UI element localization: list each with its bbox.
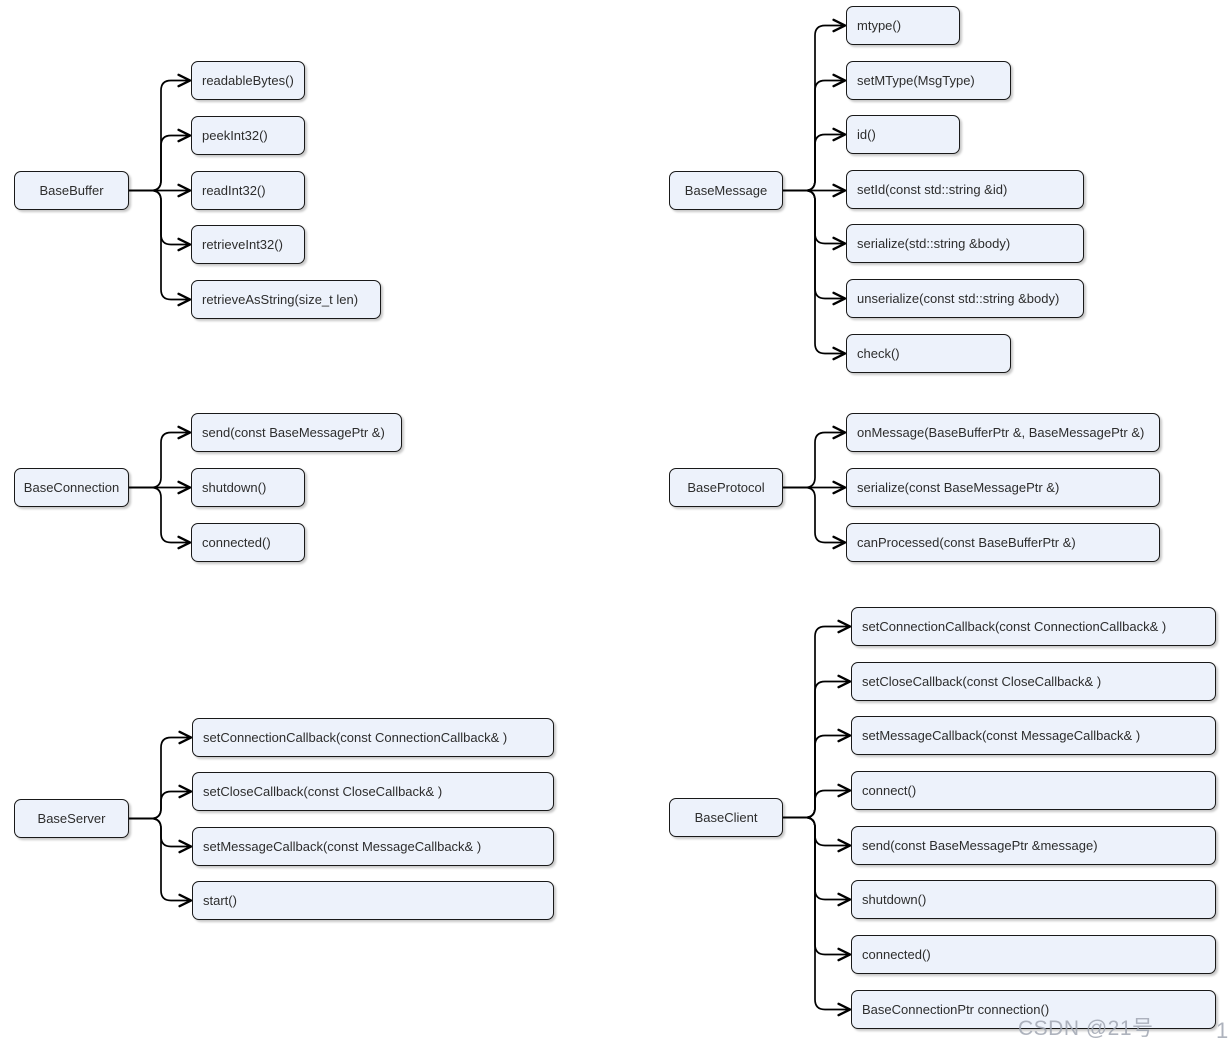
method-node: retrieveAsString(size_t len) <box>191 280 381 319</box>
class-node-baseclient: BaseClient <box>669 798 783 837</box>
method-node: serialize(const BaseMessagePtr &) <box>846 468 1160 507</box>
method-node: start() <box>192 881 554 920</box>
method-node: shutdown() <box>851 880 1216 919</box>
method-node: setCloseCallback(const CloseCallback& ) <box>192 772 554 811</box>
method-node: unserialize(const std::string &body) <box>846 279 1084 318</box>
method-node: check() <box>846 334 1011 373</box>
method-node: setId(const std::string &id) <box>846 170 1084 209</box>
method-node: BaseConnectionPtr connection() <box>851 990 1216 1029</box>
method-node: shutdown() <box>191 468 305 507</box>
method-node: setMessageCallback(const MessageCallback… <box>851 716 1216 755</box>
method-node: mtype() <box>846 6 960 45</box>
method-node: readInt32() <box>191 171 305 210</box>
class-node-baseserver: BaseServer <box>14 799 129 838</box>
method-node: setMType(MsgType) <box>846 61 1011 100</box>
class-node-basebuffer: BaseBuffer <box>14 171 129 210</box>
method-node: peekInt32() <box>191 116 305 155</box>
method-node: id() <box>846 115 960 154</box>
method-node: connect() <box>851 771 1216 810</box>
method-node: setCloseCallback(const CloseCallback& ) <box>851 662 1216 701</box>
method-node: setMessageCallback(const MessageCallback… <box>192 827 554 866</box>
method-node: serialize(std::string &body) <box>846 224 1084 263</box>
method-node: send(const BaseMessagePtr &) <box>191 413 402 452</box>
class-node-basemessage: BaseMessage <box>669 171 783 210</box>
class-node-baseconnection: BaseConnection <box>14 468 129 507</box>
method-node: canProcessed(const BaseBufferPtr &) <box>846 523 1160 562</box>
method-node: setConnectionCallback(const ConnectionCa… <box>192 718 554 757</box>
method-node: onMessage(BaseBufferPtr &, BaseMessagePt… <box>846 413 1160 452</box>
method-node: send(const BaseMessagePtr &message) <box>851 826 1216 865</box>
method-node: connected() <box>851 935 1216 974</box>
method-node: connected() <box>191 523 305 562</box>
method-node: setConnectionCallback(const ConnectionCa… <box>851 607 1216 646</box>
method-node: readableBytes() <box>191 61 305 100</box>
class-node-baseprotocol: BaseProtocol <box>669 468 783 507</box>
method-node: retrieveInt32() <box>191 225 305 264</box>
